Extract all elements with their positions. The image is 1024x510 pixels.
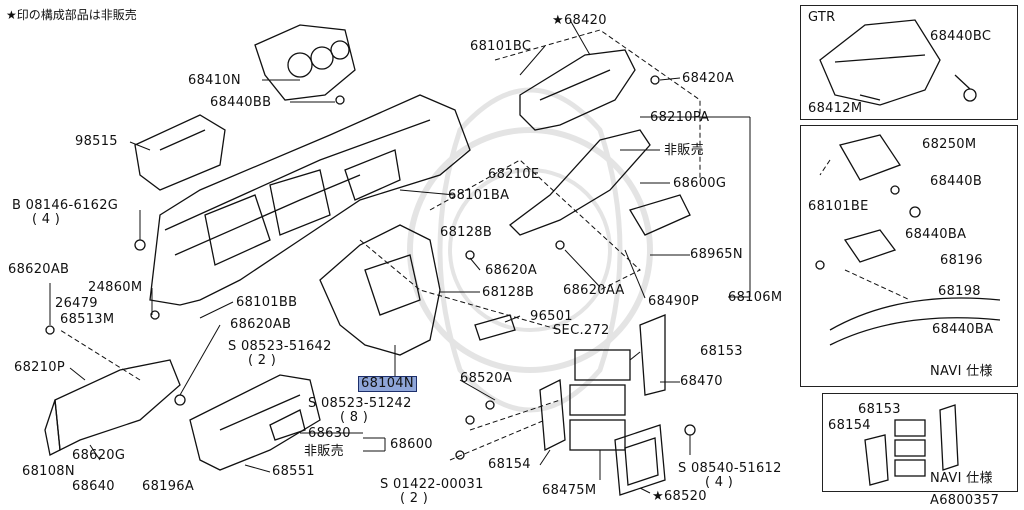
label-68210e[interactable]: 68210E bbox=[488, 167, 540, 182]
label-68153[interactable]: 68153 bbox=[700, 344, 743, 359]
label-68640[interactable]: 68640 bbox=[72, 479, 115, 494]
label-68630[interactable]: 68630 bbox=[308, 426, 351, 441]
label-68470[interactable]: 68470 bbox=[680, 374, 723, 389]
label-68440b[interactable]: 68440B bbox=[930, 174, 983, 189]
diagram-id: A6800357 bbox=[930, 493, 1000, 508]
label-96501[interactable]: 96501 bbox=[530, 309, 573, 324]
label-68210pa[interactable]: 68210PA bbox=[650, 110, 710, 125]
label-68410n[interactable]: 68410N bbox=[188, 73, 241, 88]
label-68520a[interactable]: 68520A bbox=[460, 371, 513, 386]
label-68101ba[interactable]: 68101BA bbox=[448, 188, 510, 203]
gtr-inset-frame bbox=[800, 5, 1018, 120]
label-68420a[interactable]: 68420A bbox=[682, 71, 735, 86]
label-26479[interactable]: 26479 bbox=[55, 296, 98, 311]
label-68154-navi[interactable]: 68154 bbox=[828, 418, 871, 433]
label-01422-00031[interactable]: S 01422-00031 bbox=[380, 477, 484, 492]
label-68440ba-1[interactable]: 68440BA bbox=[905, 227, 967, 242]
label-68600g[interactable]: 68600G bbox=[673, 176, 727, 191]
label-68620g[interactable]: 68620G bbox=[72, 448, 126, 463]
watermark-emblem bbox=[407, 87, 653, 413]
label-68965n[interactable]: 68965N bbox=[690, 247, 743, 262]
label-01422-qty: ( 2 ) bbox=[400, 491, 429, 506]
label-98515[interactable]: 98515 bbox=[75, 134, 118, 149]
label-68153-navi[interactable]: 68153 bbox=[858, 402, 901, 417]
label-68101be[interactable]: 68101BE bbox=[808, 199, 869, 214]
label-68196[interactable]: 68196 bbox=[940, 253, 983, 268]
label-68101bc[interactable]: 68101BC bbox=[470, 39, 532, 54]
label-68198[interactable]: 68198 bbox=[938, 284, 981, 299]
label-68420[interactable]: ★68420 bbox=[552, 13, 607, 28]
label-68210p[interactable]: 68210P bbox=[14, 360, 65, 375]
label-68600[interactable]: 68600 bbox=[390, 437, 433, 452]
label-08540-qty: ( 4 ) bbox=[705, 475, 734, 490]
label-68490p[interactable]: 68490P bbox=[648, 294, 699, 309]
label-68412m[interactable]: 68412M bbox=[808, 101, 863, 116]
label-08523-51642[interactable]: S 08523-51642 bbox=[228, 339, 332, 354]
label-not-for-sale-2: 非販売 bbox=[304, 444, 344, 459]
label-68513m[interactable]: 68513M bbox=[60, 312, 115, 327]
navi-inset-frame bbox=[800, 125, 1018, 387]
label-68101bb[interactable]: 68101BB bbox=[236, 295, 298, 310]
label-24860m[interactable]: 24860M bbox=[88, 280, 143, 295]
label-68440ba-2[interactable]: 68440BA bbox=[932, 322, 994, 337]
label-68128b-top[interactable]: 68128B bbox=[440, 225, 493, 240]
label-68620ab-left[interactable]: 68620AB bbox=[8, 262, 70, 277]
label-not-for-sale-1: 非販売 bbox=[664, 143, 704, 158]
label-68250m[interactable]: 68250M bbox=[922, 137, 977, 152]
navi-inset2-frame bbox=[822, 393, 1018, 492]
header-note: ★印の構成部品は非販売 bbox=[6, 8, 137, 22]
label-08523-51242-qty: ( 8 ) bbox=[340, 410, 369, 425]
label-68475m[interactable]: 68475M bbox=[542, 483, 597, 498]
label-08146-6162g[interactable]: B 08146-6162G bbox=[12, 198, 119, 213]
gtr-title: GTR bbox=[808, 10, 836, 25]
label-68108n[interactable]: 68108N bbox=[22, 464, 75, 479]
label-68128b-mid[interactable]: 68128B bbox=[482, 285, 535, 300]
label-68106m[interactable]: 68106M bbox=[728, 290, 783, 305]
label-08523-51642-qty: ( 2 ) bbox=[248, 353, 277, 368]
label-08146-qty: ( 4 ) bbox=[32, 212, 61, 227]
label-68620aa[interactable]: 68620AA bbox=[563, 283, 625, 298]
label-68440bb[interactable]: 68440BB bbox=[210, 95, 272, 110]
label-68551[interactable]: 68551 bbox=[272, 464, 315, 479]
navi-caption: NAVI 仕様 bbox=[930, 364, 993, 379]
label-08540-51612[interactable]: S 08540-51612 bbox=[678, 461, 782, 476]
navi2-caption: NAVI 仕様 bbox=[930, 471, 993, 486]
label-68520[interactable]: ★68520 bbox=[652, 489, 707, 504]
label-68440bc[interactable]: 68440BC bbox=[930, 29, 992, 44]
label-68196a[interactable]: 68196A bbox=[142, 479, 195, 494]
label-68154[interactable]: 68154 bbox=[488, 457, 531, 472]
label-sec-272[interactable]: SEC.272 bbox=[553, 323, 610, 338]
label-68104n[interactable]: 68104N bbox=[358, 376, 417, 392]
label-08523-51242[interactable]: S 08523-51242 bbox=[308, 396, 412, 411]
label-68620ab-right[interactable]: 68620AB bbox=[230, 317, 292, 332]
label-68620a[interactable]: 68620A bbox=[485, 263, 538, 278]
